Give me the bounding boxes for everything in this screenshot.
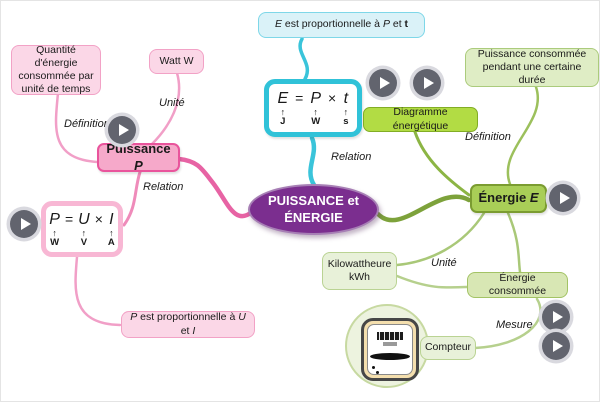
curve-power-relation — [122, 170, 142, 227]
energy-consumed-box: Énergie consommée — [467, 272, 568, 298]
energy-unit-line1: Kilowattheure — [327, 257, 392, 270]
meter-text: Compteur — [424, 341, 472, 354]
energy-unit-box: Kilowattheure kWh — [322, 252, 397, 290]
up-arrow-icon: ↑ — [81, 227, 87, 238]
play-icon — [559, 192, 570, 204]
formula-var: U — [78, 210, 90, 228]
meter-face — [367, 324, 413, 375]
formula-unit: V — [80, 236, 88, 248]
curve-energy-proportional — [298, 37, 309, 81]
formula-var: E — [277, 89, 289, 107]
play-icon — [118, 124, 129, 136]
curve-energy-relation — [308, 135, 317, 188]
formula-var: P — [49, 210, 60, 228]
energy-node-text: Énergie E — [478, 190, 539, 206]
meter-body — [361, 318, 419, 381]
energy-definition-text: Puissance consommée pendant une certaine… — [477, 47, 587, 87]
unit-label-left: Unité — [159, 97, 185, 109]
play-icon — [20, 218, 31, 230]
relation-label-top: Relation — [331, 151, 372, 163]
meter-box: Compteur — [420, 336, 476, 360]
energy-formula: E ↑ J = P ↑ W × t ↑ s — [277, 90, 348, 127]
power-node: Puissance P — [97, 141, 180, 173]
times-sign: × — [328, 89, 337, 106]
meter-dot — [376, 371, 379, 374]
energy-node: Énergie E — [470, 184, 547, 213]
play-button-relation-2[interactable] — [413, 69, 441, 97]
formula-var: I — [109, 210, 114, 228]
play-button-consumed-2[interactable] — [542, 332, 570, 360]
central-topic-line1: PUISSANCE et — [267, 193, 360, 209]
formula-unit: W — [50, 236, 60, 248]
formula-unit: s — [343, 115, 349, 127]
formula-unit: J — [280, 115, 286, 127]
equals-sign: = — [64, 210, 74, 227]
curve-energy-diagram — [413, 130, 471, 197]
energy-formula-box: E ↑ J = P ↑ W × t ↑ s — [264, 79, 362, 137]
curve-energy-unit — [395, 211, 486, 267]
curve-consumed-meter — [473, 297, 542, 350]
curve-energy-definition — [506, 85, 540, 186]
unit-label-right: Unité — [431, 257, 457, 269]
energy-consumed-text: Énergie consommée — [488, 271, 547, 297]
play-button-power-formula[interactable] — [10, 210, 38, 238]
power-unit-text: Watt W — [159, 54, 194, 67]
formula-unit: W — [311, 115, 321, 127]
up-arrow-icon: ↑ — [52, 227, 57, 238]
energy-proportional-text: E est proportionnelle à P et t — [274, 18, 409, 31]
definition-label-right: Définition — [465, 131, 511, 143]
energy-unit-line2: kWh — [349, 271, 370, 283]
play-button-relation-1[interactable] — [369, 69, 397, 97]
measure-label: Mesure — [496, 319, 533, 331]
curve-energy-main — [375, 194, 472, 223]
curve-power-proportional — [74, 255, 122, 327]
formula-unit: A — [107, 236, 115, 248]
power-definition-box: Quantité d'énergie consommée par unité d… — [11, 43, 101, 96]
formula-var: t — [343, 89, 349, 107]
play-button-power-definition[interactable] — [108, 116, 136, 144]
formula-var: P — [310, 89, 322, 107]
curve-unit-consumed — [395, 274, 469, 289]
electric-meter-illustration — [345, 304, 429, 388]
play-icon — [379, 77, 390, 89]
meter-disc — [370, 353, 410, 360]
energy-diagram-text: Diagramme énergétique — [392, 106, 449, 132]
definition-label-left: Définition — [64, 118, 110, 130]
power-formula: P ↑ W = U ↑ V × I ↑ A — [49, 211, 114, 248]
play-button-energy-node[interactable] — [549, 184, 577, 212]
up-arrow-icon: ↑ — [313, 106, 318, 117]
meter-dot — [372, 366, 375, 369]
energy-proportional-box: E est proportionnelle à P et t — [258, 12, 425, 38]
relation-label-left: Relation — [143, 181, 184, 193]
times-sign: × — [94, 210, 103, 227]
up-arrow-icon: ↑ — [280, 106, 286, 117]
equals-sign: = — [295, 89, 304, 106]
power-node-text: Puissance P — [106, 141, 171, 173]
play-button-consumed-1[interactable] — [542, 303, 570, 331]
power-proportional-box: P est proportionnelle à U et I — [121, 311, 255, 338]
play-icon — [423, 77, 434, 89]
curve-power-main — [176, 156, 255, 219]
central-topic: PUISSANCE et ÉNERGIE — [248, 184, 379, 235]
central-topic-line2: ÉNERGIE — [284, 209, 343, 225]
meter-display — [377, 332, 403, 340]
up-arrow-icon: ↑ — [109, 227, 114, 238]
power-unit-box: Watt W — [149, 49, 204, 74]
play-icon — [552, 311, 563, 323]
curve-energy-consumed — [506, 211, 522, 274]
up-arrow-icon: ↑ — [343, 106, 349, 117]
play-icon — [552, 340, 563, 352]
curve-power-definition — [54, 91, 99, 164]
power-definition-text: Quantité d'énergie consommée par unité d… — [18, 43, 94, 96]
energy-definition-box: Puissance consommée pendant une certaine… — [465, 48, 599, 87]
meter-subdisplay — [383, 342, 397, 346]
energy-diagram-box: Diagramme énergétique — [363, 106, 478, 132]
curve-power-unit — [150, 71, 181, 146]
power-formula-box: P ↑ W = U ↑ V × I ↑ A — [41, 201, 123, 257]
power-proportional-text: P est proportionnelle à U et I — [130, 311, 246, 337]
